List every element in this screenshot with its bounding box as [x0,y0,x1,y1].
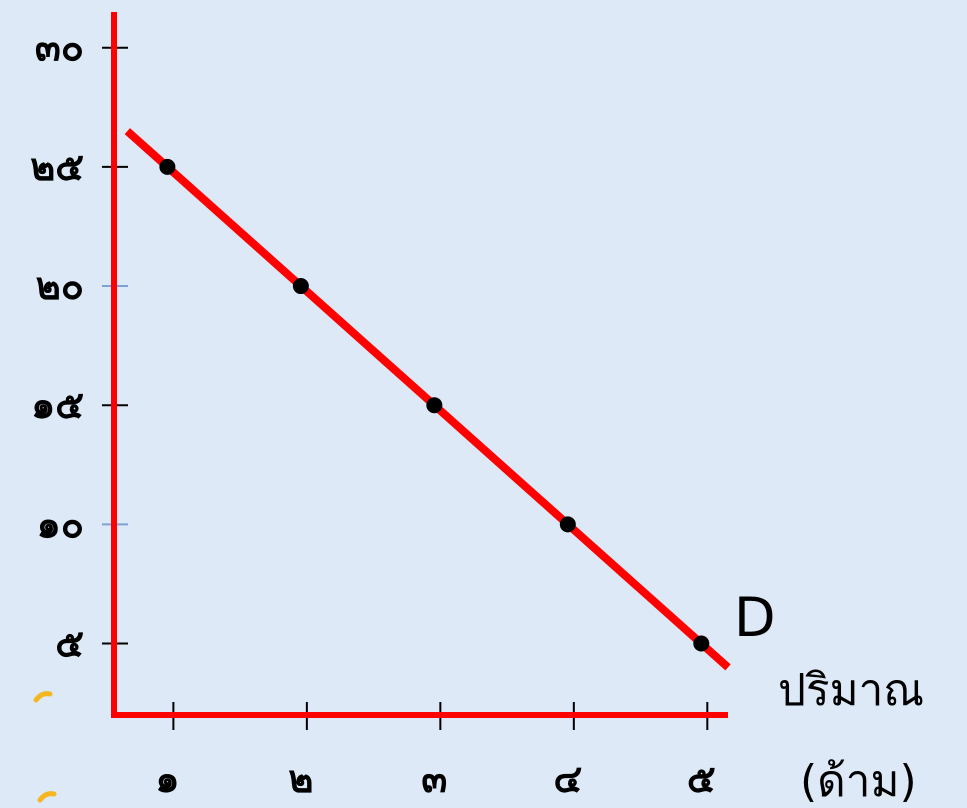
y-tick-label: ๕ [55,622,84,666]
x-tick-label: ๓ [421,757,447,801]
tick-marks [102,46,709,730]
tick-labels: ๕ ๑๐ ๑๕ ๒๐ ๒๕ ๓๐๑ ๒ ๓ ๔ ๕ [30,26,715,801]
decor-mark [33,691,53,703]
series-layer [124,128,731,671]
data-point [559,516,576,533]
demand-line [124,128,731,671]
decor-mark [37,791,57,803]
y-tick-label: ๒๕ [30,145,84,189]
x-axis-unit-label: (ด้าม) [800,756,917,807]
x-tick-label: ๑ [155,757,179,801]
data-point [426,397,443,414]
demand-curve-label: D [734,586,776,649]
y-tick-label: ๑๐ [37,502,84,546]
data-point [159,158,176,175]
x-tick-label: ๕ [687,757,716,801]
data-point [693,635,710,652]
x-axis-label: ปริมาณ [778,665,924,716]
y-tick-label: ๑๕ [31,383,84,427]
y-tick-label: ๓๐ [35,26,84,70]
y-tick-label: ๒๐ [36,264,84,308]
x-tick-label: ๒ [288,757,313,801]
x-tick-label: ๔ [553,757,582,801]
data-point [292,278,309,295]
